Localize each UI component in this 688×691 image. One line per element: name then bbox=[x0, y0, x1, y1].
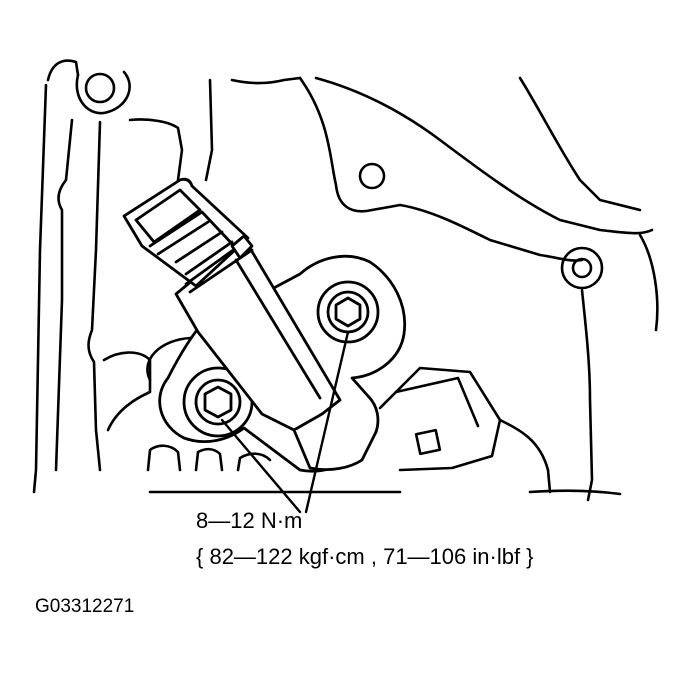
connector-latch-line bbox=[156, 220, 210, 256]
lower-casting-steps bbox=[146, 444, 182, 472]
crankshaft-position-sensor bbox=[122, 177, 407, 473]
lower-casting-steps-2 bbox=[194, 447, 224, 472]
housing-right-hole-outer bbox=[560, 246, 604, 290]
right-lower-rib bbox=[498, 418, 552, 494]
lower-left-casting bbox=[102, 351, 152, 432]
engine-block bbox=[32, 59, 659, 502]
block-top-left-boss-outline bbox=[75, 70, 131, 115]
block-upper-rib bbox=[128, 118, 184, 182]
housing-lower-curve bbox=[528, 489, 622, 496]
leader-line-lower-bolt bbox=[220, 418, 302, 514]
lower-bolt-head bbox=[194, 378, 242, 426]
leader-line-upper-bolt bbox=[304, 330, 350, 514]
torque-spec-alt-units: { 82—122 kgf·cm , 71—106 in·lbf } bbox=[196, 544, 534, 569]
sensor-body-ridge bbox=[234, 258, 322, 400]
machined-pin bbox=[414, 428, 442, 456]
block-upper-vertical bbox=[204, 78, 214, 182]
machined-block-inner bbox=[394, 376, 480, 428]
housing-right-edge bbox=[580, 288, 594, 502]
block-top-edge bbox=[230, 76, 302, 85]
torque-spec-nm: 8—12 N·m bbox=[196, 508, 303, 533]
top-left-hole bbox=[84, 72, 116, 104]
sensor-body bbox=[174, 236, 342, 432]
lower-bolt-hex bbox=[203, 385, 233, 419]
upper-bolt-hex bbox=[334, 296, 362, 328]
connector-latch bbox=[148, 210, 238, 286]
housing-top-curve bbox=[298, 76, 584, 262]
lower-casting-steps-3 bbox=[236, 452, 272, 472]
figure-id: G03312271 bbox=[35, 596, 135, 617]
connector-rib-1 bbox=[174, 230, 224, 264]
block-left-edge bbox=[32, 83, 48, 494]
block-left-inner-edge bbox=[54, 118, 74, 472]
housing-right-outer bbox=[638, 233, 659, 332]
housing-right-hole bbox=[571, 257, 593, 279]
block-left-rib bbox=[87, 120, 102, 472]
block-top-left-outline bbox=[46, 59, 80, 82]
housing-upper-hole bbox=[358, 162, 386, 190]
housing-upper-right bbox=[518, 76, 642, 212]
connector-inner bbox=[134, 188, 202, 244]
leader-lines bbox=[220, 330, 350, 514]
connector-tab bbox=[230, 234, 254, 260]
connector-rib-2 bbox=[184, 240, 234, 276]
sensor-tip bbox=[292, 428, 378, 471]
housing-top-outer bbox=[314, 76, 654, 235]
